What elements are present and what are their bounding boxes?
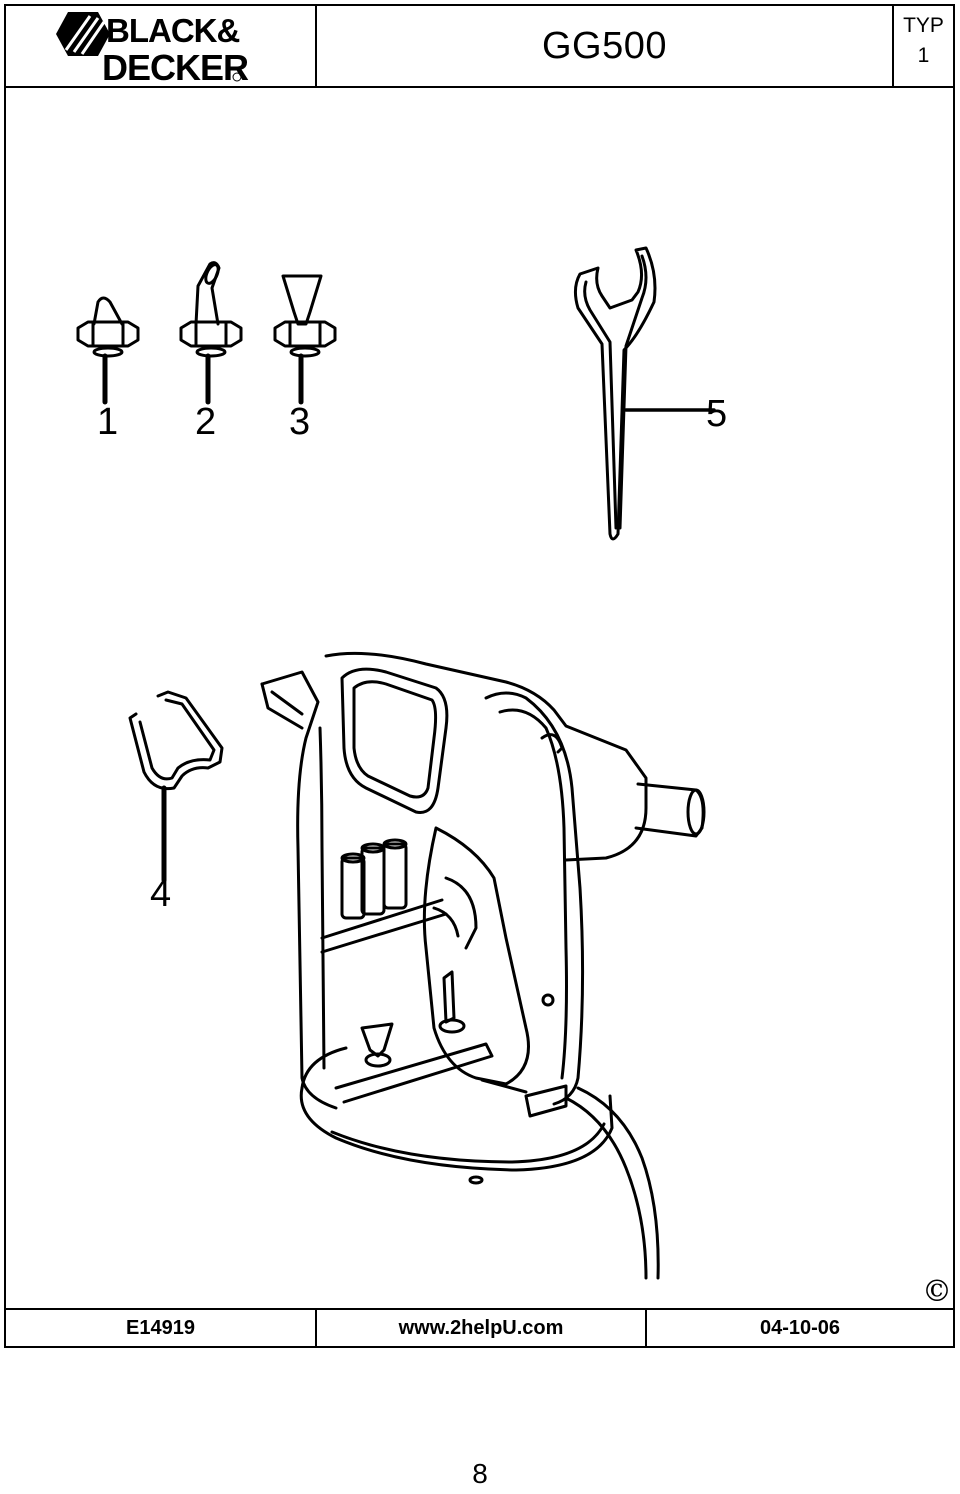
black-decker-logo-icon: BLACK& DECKER [56, 12, 250, 88]
wrench-icon [573, 246, 716, 541]
model-cell: GG500 [317, 6, 894, 86]
header-bar: BLACK& DECKER GG500 TYP 1 [6, 6, 953, 88]
typ-value: 1 [917, 44, 930, 67]
exploded-parts-drawing: 1 2 3 5 4 [76, 246, 727, 1280]
page-number: 8 [472, 1458, 488, 1489]
callout-1: 1 [97, 401, 118, 443]
nozzle-1-icon [76, 296, 140, 405]
nozzle-2-icon [179, 261, 243, 405]
footer-bar: E14919 www.2helpU.com 04-10-06 [6, 1308, 953, 1346]
glue-gun-icon [260, 651, 706, 1280]
typ-cell: TYP 1 [894, 6, 953, 86]
callout-3: 3 [289, 401, 310, 443]
model-number: GG500 [541, 24, 668, 67]
stand-clip-icon [128, 690, 224, 883]
callout-5: 5 [706, 393, 727, 435]
callout-2: 2 [195, 401, 216, 443]
nozzle-3-icon [273, 274, 337, 405]
copyright-icon: © [922, 1274, 952, 1309]
brand-logo: BLACK& DECKER [6, 6, 317, 88]
part-number: E14919 [6, 1310, 317, 1346]
callout-4: 4 [150, 873, 171, 915]
website-link[interactable]: www.2helpU.com [317, 1310, 647, 1346]
brand-line2: DECKER [102, 47, 249, 86]
typ-label: TYP [903, 14, 944, 37]
revision-date: 04-10-06 [759, 1316, 841, 1339]
brand-line1: BLACK& [106, 12, 239, 49]
parts-diagram-sheet: BLACK& DECKER GG500 TYP 1 [4, 4, 955, 1348]
